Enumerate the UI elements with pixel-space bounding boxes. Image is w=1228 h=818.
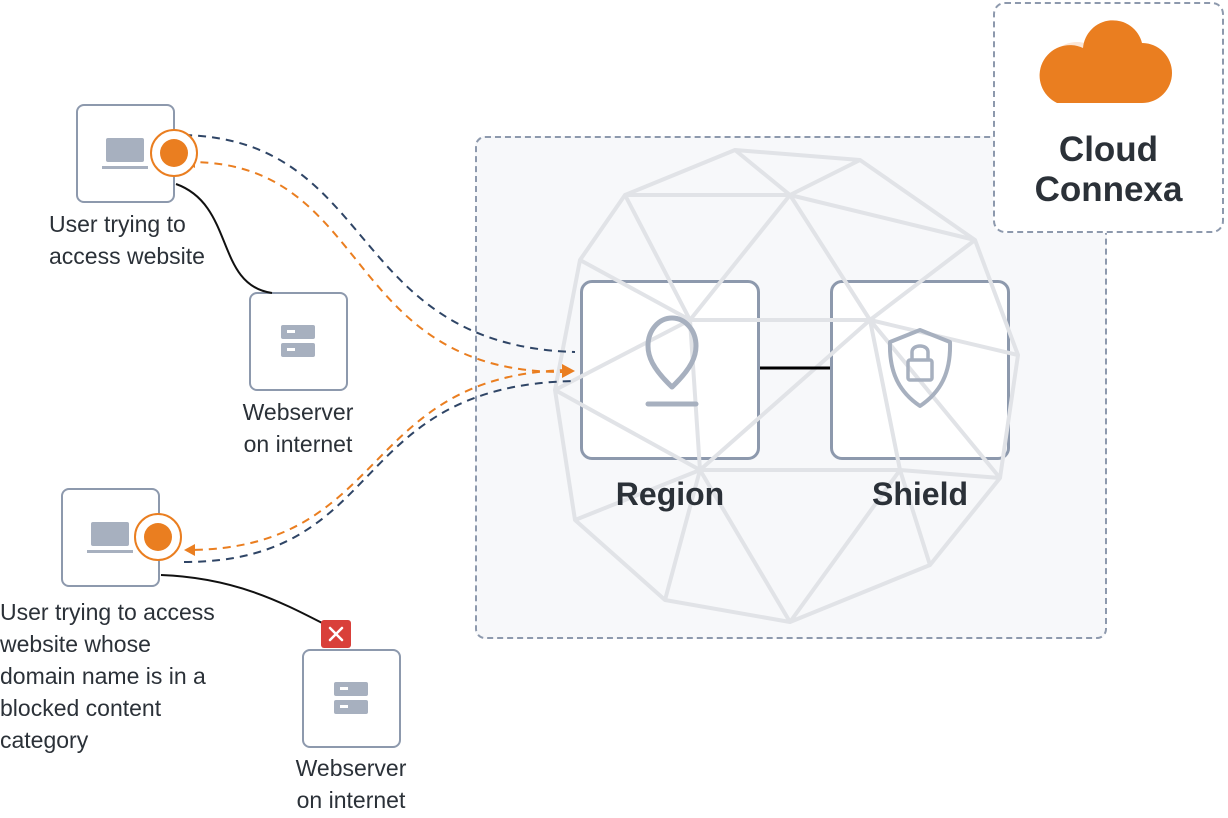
status-dot-icon	[134, 513, 182, 561]
shield-label: Shield	[871, 476, 968, 512]
server-icon	[334, 682, 368, 714]
location-pin-icon	[645, 315, 699, 407]
request-route-bottom	[183, 380, 576, 563]
globe-mesh	[553, 148, 1020, 624]
status-dot-icon	[150, 129, 198, 177]
brand-name-line1: Cloud	[1058, 130, 1159, 169]
request-arrowhead-region	[562, 364, 575, 378]
brand-name-line2: Connexa	[1034, 170, 1183, 209]
user-allowed-label: User trying to access website	[49, 211, 205, 269]
request-route-top	[183, 134, 576, 353]
cloud-logo-icon	[1039, 20, 1172, 103]
response-route-top	[189, 161, 569, 374]
response-route-bottom	[189, 369, 569, 551]
shield-node	[830, 280, 1010, 460]
webserver-allowed-label: Webserver on internet	[242, 399, 354, 457]
shield-lock-icon	[887, 328, 953, 408]
webserver-allowed-node	[249, 292, 348, 391]
blocked-x-icon	[321, 620, 351, 648]
laptop-icon	[102, 138, 148, 169]
response-arrowhead-bottom	[184, 544, 195, 556]
user-blocked-label: User trying to access website whose doma…	[0, 599, 215, 753]
webserver-blocked-label: Webserver on internet	[295, 755, 407, 813]
user-allowed-webserver-link	[175, 183, 273, 294]
webserver-blocked-node	[302, 649, 401, 748]
region-label: Region	[615, 476, 725, 512]
laptop-icon	[87, 522, 133, 553]
server-icon	[281, 325, 315, 357]
brand-name: Cloud Connexa	[993, 130, 1224, 210]
